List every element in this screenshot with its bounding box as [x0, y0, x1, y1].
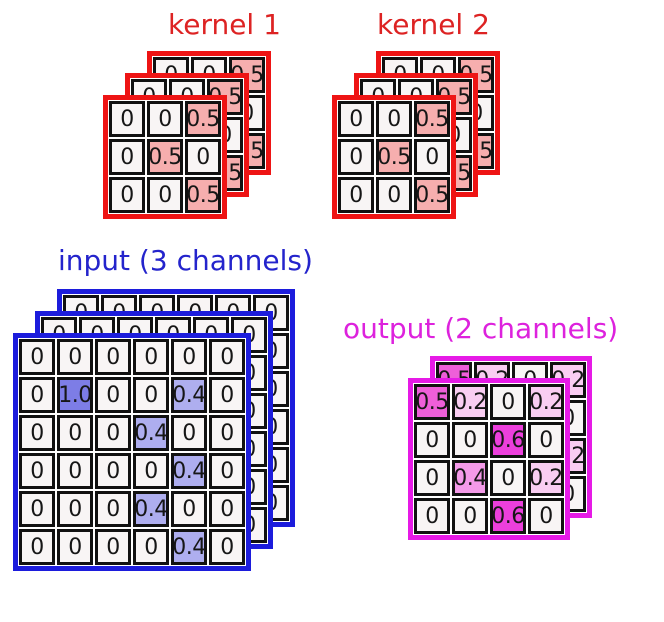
- output-stack: 0.50.200.2000.6000.400.2000.600.50.200.2…: [408, 356, 616, 564]
- matrix-cell: 0: [57, 529, 93, 565]
- output-title: output (2 channels): [343, 312, 619, 345]
- matrix-cell: 0.4: [171, 529, 207, 565]
- matrix-cell: 0: [338, 139, 374, 175]
- matrix-cell: 0: [376, 101, 412, 137]
- kernel-2-stack: 000.500.50000.5000.500.50000.5000.500.50…: [332, 51, 518, 237]
- matrix-cell: 0: [57, 339, 93, 375]
- matrix-cell: 0: [133, 377, 169, 413]
- matrix-cell: 0: [147, 177, 183, 213]
- matrix-cell: 0: [528, 422, 564, 458]
- matrix-cell: 0.5: [185, 101, 221, 137]
- matrix-cell: 0: [95, 491, 131, 527]
- matrix-cell: 0: [171, 415, 207, 451]
- matrix-cell: 0: [57, 491, 93, 527]
- matrix-cell: 0: [376, 177, 412, 213]
- matrix-cell: 0: [109, 101, 145, 137]
- matrix-cell: 0: [452, 498, 488, 534]
- matrix-cell: 0: [209, 453, 245, 489]
- matrix-cell: 0.5: [185, 177, 221, 213]
- matrix-cell: 0.2: [528, 384, 564, 420]
- matrix-cell: 0: [109, 177, 145, 213]
- matrix-cell: 0: [57, 453, 93, 489]
- matrix-cell: 0: [209, 415, 245, 451]
- matrix-cell: 0: [109, 139, 145, 175]
- matrix-cell: 0: [171, 491, 207, 527]
- matrix-cell: 0: [414, 422, 450, 458]
- matrix-cell: 0: [19, 339, 55, 375]
- matrix-cell: 0.6: [490, 422, 526, 458]
- matrix-cell: 0: [414, 139, 450, 175]
- matrix-cell: 0: [209, 339, 245, 375]
- matrix-cell: 0.4: [171, 453, 207, 489]
- matrix-cell: 0: [57, 415, 93, 451]
- matrix-cell: 1.0: [57, 377, 93, 413]
- matrix-cell: 0.5: [414, 101, 450, 137]
- matrix-cell: 0.4: [133, 491, 169, 527]
- input-title: input (3 channels): [58, 244, 313, 277]
- matrix-cell: 0.5: [376, 139, 412, 175]
- kernel-1-stack: 000.500.50000.5000.500.50000.5000.500.50…: [103, 51, 289, 237]
- matrix-cell: 0: [490, 460, 526, 496]
- matrix-cell: 0: [95, 339, 131, 375]
- matrix-cell: 0: [209, 529, 245, 565]
- matrix-cell: 0: [19, 377, 55, 413]
- matrix-cell: 0: [185, 139, 221, 175]
- matrix-cell: 0: [95, 377, 131, 413]
- matrix-cell: 0.4: [171, 377, 207, 413]
- matrix-cell: 0: [19, 491, 55, 527]
- matrix-cell: 0: [209, 377, 245, 413]
- matrix-cell: 0: [95, 529, 131, 565]
- matrix-cell: 0.5: [147, 139, 183, 175]
- matrix-cell: 0: [338, 101, 374, 137]
- kernel-2-title: kernel 2: [377, 8, 490, 41]
- matrix-cell: 0: [147, 101, 183, 137]
- matrix-cell: 0: [171, 339, 207, 375]
- matrix-cell: 0.5: [414, 384, 450, 420]
- matrix-cell: 0: [209, 491, 245, 527]
- matrix-cell: 0: [95, 453, 131, 489]
- matrix-cell: 0: [95, 415, 131, 451]
- matrix-cell: 0: [452, 422, 488, 458]
- kernel-1-title: kernel 1: [168, 8, 281, 41]
- matrix-cell: 0: [19, 529, 55, 565]
- matrix-cell: 0: [414, 460, 450, 496]
- matrix-cell: 0: [490, 384, 526, 420]
- matrix-cell: 0.5: [414, 177, 450, 213]
- matrix-cell: 0.2: [452, 384, 488, 420]
- matrix-cell: 0: [338, 177, 374, 213]
- matrix-cell: 0: [414, 498, 450, 534]
- matrix-cell: 0: [133, 339, 169, 375]
- matrix-cell: 0: [528, 498, 564, 534]
- matrix-cell: 0.4: [452, 460, 488, 496]
- matrix-cell: 0: [19, 415, 55, 451]
- matrix-cell: 0: [19, 453, 55, 489]
- matrix-cell: 0.4: [133, 415, 169, 451]
- matrix-cell: 0: [133, 529, 169, 565]
- matrix-cell: 0: [133, 453, 169, 489]
- matrix-cell: 0.2: [528, 460, 564, 496]
- matrix-cell: 0.6: [490, 498, 526, 534]
